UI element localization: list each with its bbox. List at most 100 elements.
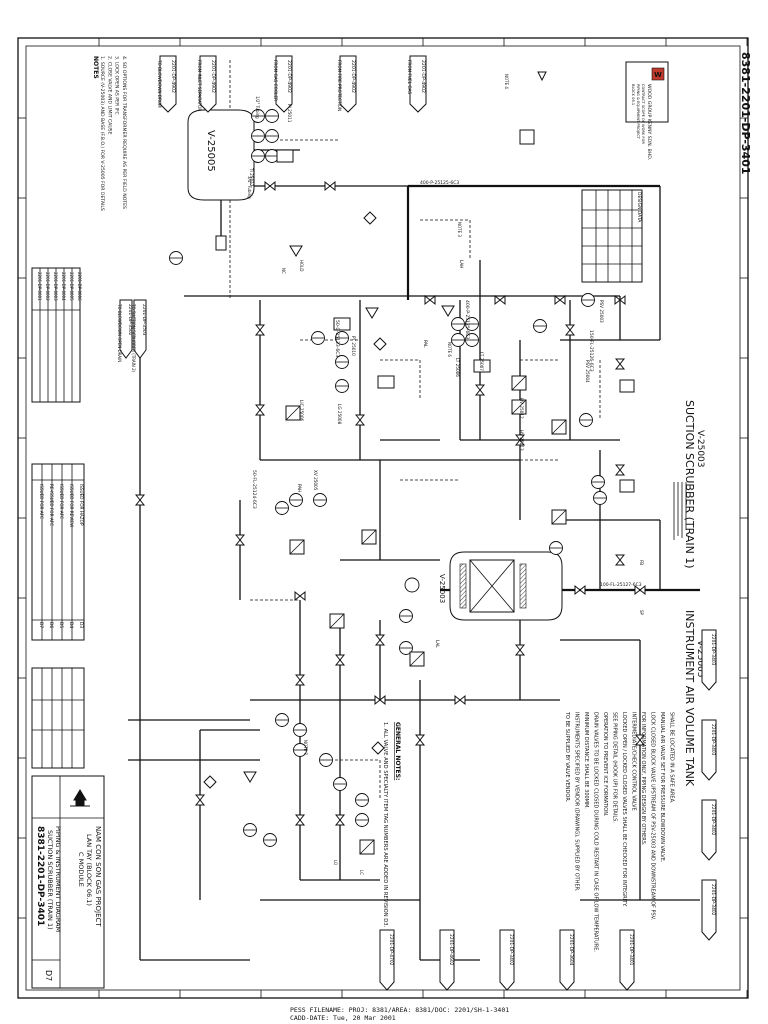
annotation-tag: 3/4" Tubing bbox=[247, 176, 252, 199]
instrument-tag: LT 25006 bbox=[455, 358, 460, 377]
revision-description: ISSUED FOR AFC bbox=[59, 484, 64, 519]
company-line2: CONTRACT SCOPE OF WORK FOR bbox=[641, 84, 645, 144]
revision-description: RE-ISSUED FOR AFC bbox=[49, 484, 54, 526]
valve-symbol bbox=[494, 294, 506, 306]
vendor-note: SHALL BE LOCATED IN A SAFE AREA. bbox=[669, 712, 675, 804]
reference-drawing-number: 2201-DP-0005 bbox=[69, 272, 74, 301]
connector-right-ref: 2201-DP-3403 bbox=[710, 724, 716, 756]
annotation-tag: NOTE 4 bbox=[504, 74, 509, 89]
line-number-5: 50-D-25133-6C3 bbox=[334, 320, 340, 357]
valve-symbol bbox=[324, 180, 336, 192]
equipment-data-block-1 bbox=[673, 482, 687, 540]
title-block: NAM CON SON GAS PROJECT LAN TAY (BLOCK 0… bbox=[31, 775, 105, 989]
left-notes: NOTES 1. SOURCE (V-25003) AND BASE (F.B.… bbox=[92, 56, 127, 211]
instrument-tag: PSV 25003 bbox=[599, 300, 604, 323]
v25005-vessel-label: V-25005 bbox=[205, 130, 216, 172]
design-data-label: DESIGN DATA bbox=[636, 192, 642, 223]
interlock-symbols bbox=[203, 71, 547, 789]
line-number-6: 400-P-25125-6C3 bbox=[464, 300, 470, 339]
valve-symbol bbox=[294, 814, 306, 826]
annotation-tag: NOTE 7 bbox=[303, 740, 308, 755]
vendor-note: MANUAL AIR VALVE SET FOR PRESSURE BLOWDO… bbox=[659, 712, 665, 863]
valve-symbol bbox=[614, 554, 626, 566]
connector-left-ref: 2201-DP-3503 bbox=[141, 304, 147, 336]
annotation-tag: SP bbox=[639, 610, 644, 616]
instrument-tag: LAL bbox=[435, 640, 440, 648]
connector-top-label: FROM GAS COOLER bbox=[273, 60, 278, 101]
connector-left-label: TO BLOWDOWN OPEN DRAIN bbox=[117, 303, 122, 362]
valve-symbol bbox=[614, 464, 626, 476]
connector-right-ref: 2201-DP-3402 bbox=[710, 804, 716, 836]
valve-symbol bbox=[634, 584, 646, 596]
left-note: 2. CLOSE VALVE AND LIMIT CAUSE bbox=[106, 56, 112, 135]
reference-drawing-number: 2201-DP-0003 bbox=[53, 272, 58, 301]
offpage-connectors-right: 2201-DP-3403 2201-DP-3403 2201-DP-3402 2201… bbox=[379, 629, 717, 991]
valve-symbol bbox=[414, 734, 426, 746]
revision-code: D6 bbox=[48, 622, 54, 628]
connector-right-ref: 2201-DP-3403 bbox=[710, 634, 716, 666]
connector-right-ref: 2201-DP-3402 bbox=[710, 884, 716, 916]
reference-drawing-number: 2201-DP-0002 bbox=[45, 272, 50, 301]
vendor-note: INSTRUMENTS SPECIFIED BY VENDOR (DRAWING… bbox=[574, 712, 580, 892]
v25005-instrument-air-volume-tank: V-25005 bbox=[187, 109, 300, 251]
reference-drawing-number: 2201-DP-0004 bbox=[61, 272, 66, 301]
left-note: 3. LOCK OPEN AS PER IFC bbox=[114, 56, 120, 115]
notes-heading: NOTES bbox=[92, 56, 99, 79]
instrument-tag: XV 25005 bbox=[313, 470, 318, 491]
control-valve-actuators bbox=[276, 129, 635, 855]
line-number-4: 100-FL-25127-6C3 bbox=[600, 582, 642, 588]
footer-filename: PESS FILENAME: PROJ: 8381/AREA: 8381/DOC… bbox=[290, 1006, 510, 1014]
connector-top-ref: 2201-DP-4902 bbox=[210, 60, 216, 93]
v25003-description: SUCTION SCRUBBER (TRAIN 1) bbox=[683, 400, 696, 569]
connector-right-ref: 2201-DP-3604 bbox=[568, 934, 574, 966]
valve-symbol bbox=[354, 414, 366, 426]
instrument-tag: PSV 25004 bbox=[585, 360, 590, 383]
cadd-footer: PESS FILENAME: PROJ: 8381/AREA: 8381/DOC… bbox=[290, 1006, 509, 1022]
vendor-note: INTERMEDIATE/CHECK CONTROL VALVE bbox=[631, 712, 637, 811]
instrument-tag: PAL bbox=[423, 340, 428, 348]
valve-symbol bbox=[514, 644, 526, 656]
company-line3: PIPING & EQUIPMENT PROJECT bbox=[636, 84, 640, 140]
annotation-tag: 1/2" Tubing bbox=[255, 96, 260, 119]
left-note: 1. SOURCE (V-25003) AND BASE (F.B.O.) FO… bbox=[99, 56, 105, 211]
revision-number: D7 bbox=[44, 970, 53, 981]
design-data-table: DESIGN DATA bbox=[581, 189, 643, 283]
company-logo-block: W WOOD GROUP KENNY SDN. BHD. CONTRACT SC… bbox=[625, 61, 669, 160]
drawing-title: SUCTION SCRUBBER (TRAIN 1) bbox=[46, 830, 54, 930]
vendor-note: SEE PIPING DETAIL (HOOK UP) FOR DETAILS. bbox=[612, 712, 618, 823]
instrument-tag: PT 25010 bbox=[351, 336, 356, 356]
valve-symbol bbox=[634, 734, 646, 746]
revision-code: D3 bbox=[78, 622, 84, 628]
line-number-2: 50-FL-25124-6C3 bbox=[251, 470, 257, 509]
line-number-1: 150-FL-25126-6C3 bbox=[588, 330, 594, 372]
revision-description: ISSUED FOR HAZOP bbox=[79, 484, 84, 526]
annotation-tag: NOTE 3 bbox=[457, 222, 462, 237]
valve-symbol bbox=[294, 674, 306, 686]
offpage-connector-left bbox=[119, 299, 133, 359]
connector-top-label: TO BLOWDOWN DRUM bbox=[157, 59, 162, 108]
vendor-note: FOR INFORMATION ONLY, PIPING DESIGN BY O… bbox=[640, 712, 646, 846]
instrument-tag: PAH bbox=[297, 484, 302, 492]
vendor-note: MINIMUM DISTANCE SHALL BE 300MM. bbox=[583, 712, 589, 809]
general-note-1: 1. ALL VALVE AND SPECIALTY ITEM TAG NUMB… bbox=[382, 722, 388, 928]
instrument-tag: LT 25007 bbox=[479, 352, 484, 371]
offpage-connector-left bbox=[133, 299, 147, 359]
valve-symbol bbox=[254, 324, 266, 336]
valve-symbol bbox=[574, 584, 586, 596]
vendor-note: LOCKED OPEN / LOCKED CLOSED VALVES SHALL… bbox=[621, 712, 627, 907]
connector-right-ref: 2201-DP-3402 bbox=[508, 934, 514, 966]
connector-left-label: TO SUCTION SCRUBBER (TRAIN 2) bbox=[131, 303, 136, 373]
instrument-signal-lines bbox=[229, 60, 601, 800]
instrument-bubbles bbox=[169, 109, 607, 847]
offpage-connector-right bbox=[701, 879, 717, 941]
vendor-note: LOCK CLOSED BLOCK VALVE UPSTREAM OF PSV-… bbox=[650, 712, 656, 920]
company-line4: BLOCK 06.1 bbox=[631, 84, 635, 105]
v25005-tag-title: V-25005 bbox=[695, 640, 705, 678]
connector-top-label: FROM FUEL GAS bbox=[407, 60, 412, 94]
connector-right-ref: 2201-DP-4602 bbox=[448, 934, 454, 966]
border-grid-ticks bbox=[17, 37, 748, 999]
valve-symbol bbox=[454, 694, 466, 706]
